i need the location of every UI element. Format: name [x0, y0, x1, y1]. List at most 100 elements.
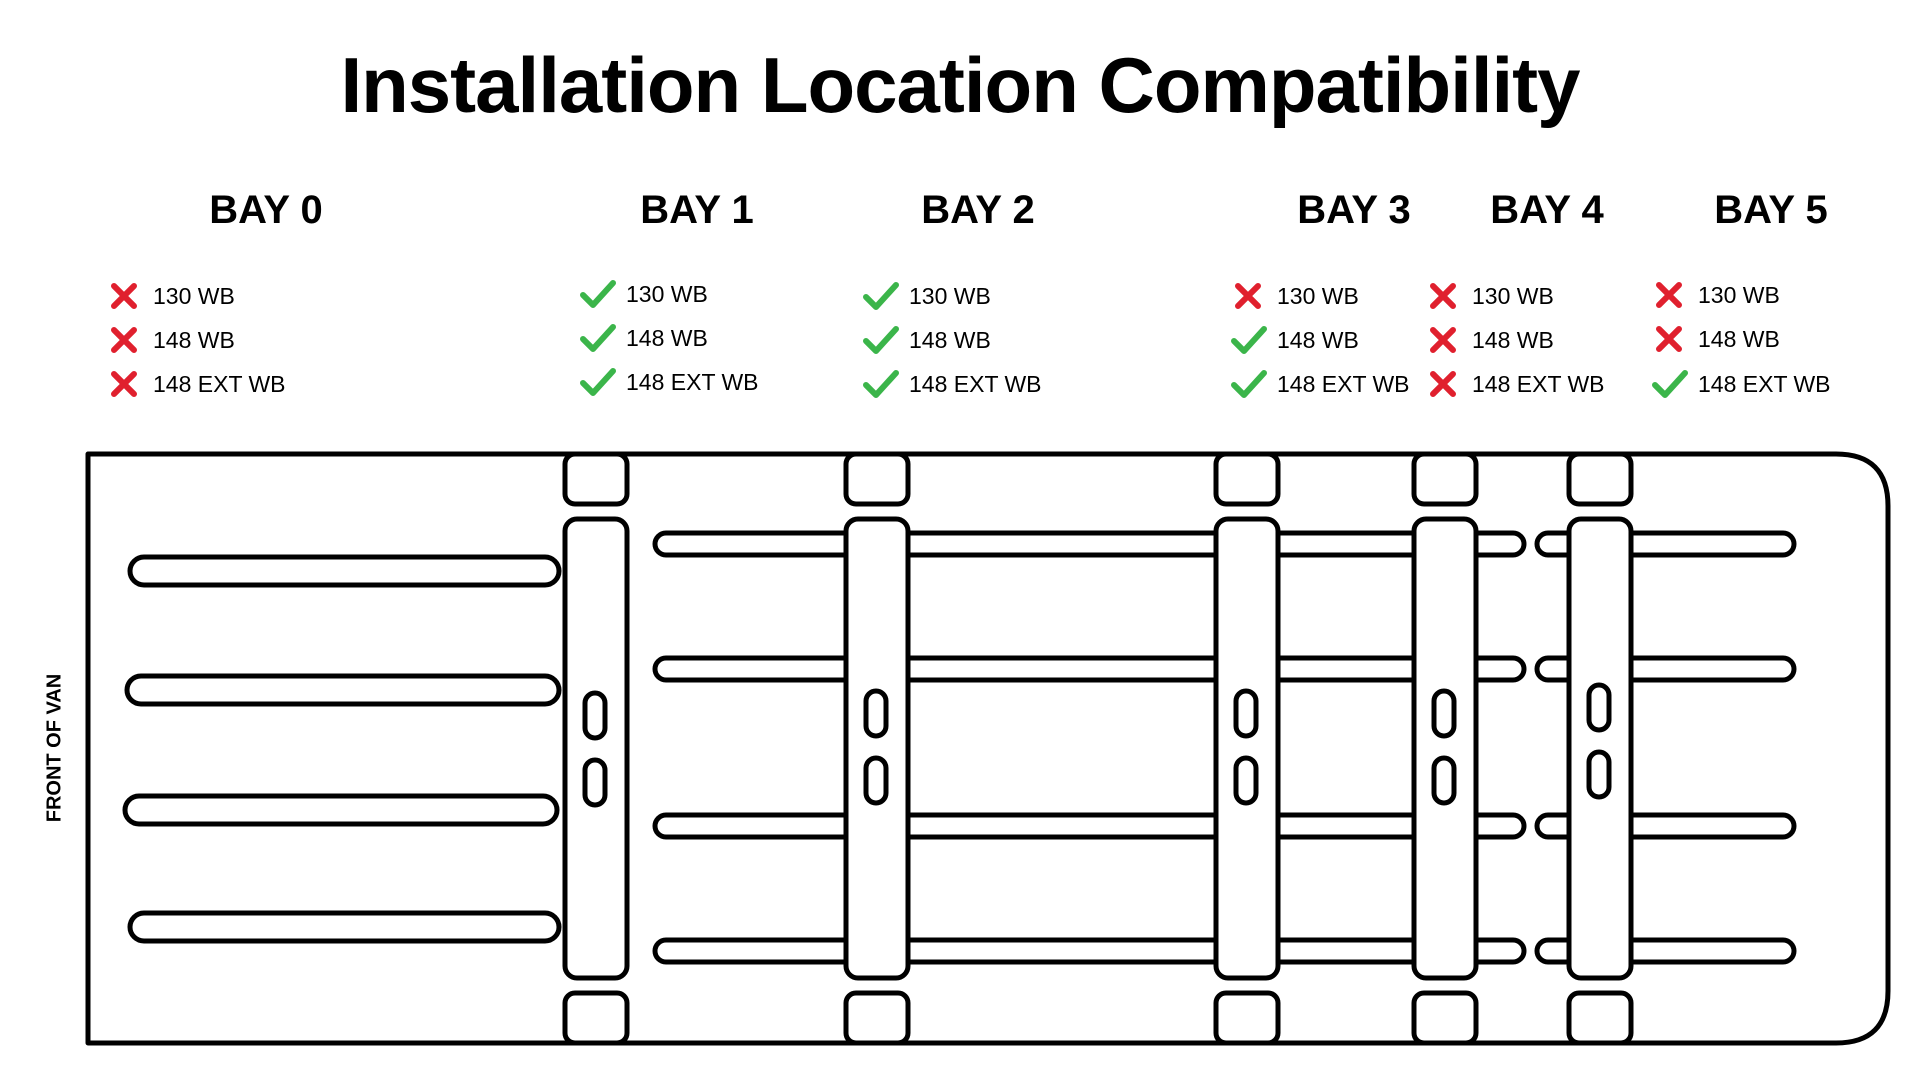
- rail-bottom-block: [1566, 990, 1634, 1046]
- rail-bar: [1566, 516, 1634, 981]
- rail-slot: [582, 757, 608, 808]
- rail-bay-1: [562, 451, 630, 1046]
- cross-icon: [111, 327, 137, 353]
- bay-5-item-148-ext-wb: 148 EXT WB: [1652, 369, 1831, 399]
- floor-slat: [1534, 530, 1797, 558]
- bay-5-item-130-wb: 130 WB: [1652, 280, 1780, 310]
- item-label: 130 WB: [1698, 281, 1780, 308]
- floor-slat: [122, 793, 560, 827]
- item-label: 148 WB: [909, 326, 991, 353]
- cross-icon: [1235, 283, 1261, 309]
- bay-3-item-148-wb: 148 WB: [1231, 325, 1359, 355]
- page-title: Installation Location Compatibility: [340, 41, 1580, 129]
- check-icon: [580, 368, 616, 396]
- bay-0-slats: [122, 554, 562, 944]
- van-floor-outline: [85, 451, 1891, 1046]
- bay-4-item-130-wb: 130 WB: [1426, 281, 1554, 311]
- bay-0-label: BAY 0: [209, 188, 323, 232]
- item-label: 130 WB: [1472, 282, 1554, 309]
- item-label: 148 EXT WB: [1277, 370, 1410, 397]
- bay-5-item-148-wb: 148 WB: [1652, 324, 1780, 354]
- rail-bar: [843, 516, 911, 981]
- check-icon: [1231, 370, 1267, 398]
- cross-icon: [1656, 282, 1682, 308]
- cross-icon: [1656, 326, 1682, 352]
- item-label: 148 EXT WB: [1698, 370, 1831, 397]
- item-label: 148 WB: [153, 326, 235, 353]
- check-icon: [863, 326, 899, 354]
- rail-slot: [582, 690, 608, 741]
- check-icon: [580, 280, 616, 308]
- bay-1-item-130-wb: 130 WB: [580, 279, 708, 309]
- floor-slat: [1534, 937, 1797, 965]
- rear-slats: [652, 530, 1797, 965]
- floor-slat: [124, 673, 562, 707]
- bay-4-item-148-ext-wb: 148 EXT WB: [1426, 369, 1605, 399]
- bay-2-item-148-ext-wb: 148 EXT WB: [863, 369, 1042, 399]
- rail-slot: [1431, 688, 1457, 739]
- item-label: 148 WB: [1277, 326, 1359, 353]
- rail-slot: [1431, 755, 1457, 806]
- rail-bay-3: [1213, 451, 1281, 1046]
- rail-bottom-block: [1213, 990, 1281, 1046]
- rail-slot: [863, 755, 889, 806]
- item-label: 130 WB: [909, 282, 991, 309]
- check-icon: [863, 370, 899, 398]
- rail-bar: [562, 516, 630, 981]
- check-icon: [1231, 326, 1267, 354]
- floor-slat: [1534, 812, 1797, 840]
- rail-bay-5: [1566, 451, 1634, 1046]
- rail-bottom-block: [562, 990, 630, 1046]
- item-label: 148 WB: [626, 324, 708, 351]
- bay-2-item-130-wb: 130 WB: [863, 281, 991, 311]
- floor-slat: [652, 937, 1527, 965]
- rail-top-block: [562, 451, 630, 507]
- cross-icon: [1430, 283, 1456, 309]
- rail-slot: [1233, 688, 1259, 739]
- check-icon: [580, 324, 616, 352]
- bay-0-item-148-ext-wb: 148 EXT WB: [107, 369, 286, 399]
- cross-icon: [111, 371, 137, 397]
- rail-slot: [1233, 755, 1259, 806]
- cross-icon: [1430, 371, 1456, 397]
- bay-1-label: BAY 1: [640, 188, 754, 232]
- item-label: 148 EXT WB: [1472, 370, 1605, 397]
- rail-bar: [1411, 516, 1479, 981]
- item-label: 148 WB: [1698, 325, 1780, 352]
- item-label: 148 EXT WB: [626, 368, 759, 395]
- rail-top-block: [1411, 451, 1479, 507]
- bay-3-label: BAY 3: [1297, 188, 1411, 232]
- floor-slat: [652, 655, 1527, 683]
- bay-1-item-148-wb: 148 WB: [580, 323, 708, 353]
- item-label: 148 WB: [1472, 326, 1554, 353]
- bay-0-item-148-wb: 148 WB: [107, 325, 235, 355]
- rail-top-block: [1566, 451, 1634, 507]
- rail-slot: [1586, 682, 1612, 733]
- bay-2-label: BAY 2: [921, 188, 1035, 232]
- rail-bottom-block: [843, 990, 911, 1046]
- bay-0-item-130-wb: 130 WB: [107, 281, 235, 311]
- item-label: 148 EXT WB: [153, 370, 286, 397]
- rail-top-block: [1213, 451, 1281, 507]
- bay-3-item-130-wb: 130 WB: [1231, 281, 1359, 311]
- rail-slot: [863, 688, 889, 739]
- item-label: 148 EXT WB: [909, 370, 1042, 397]
- bay-4-label: BAY 4: [1490, 188, 1604, 232]
- rail-bay-2: [843, 451, 911, 1046]
- floor-slat: [127, 554, 562, 588]
- rail-top-block: [843, 451, 911, 507]
- floor-slat: [1534, 655, 1797, 683]
- check-icon: [863, 282, 899, 310]
- rail-bottom-block: [1411, 990, 1479, 1046]
- rail-bay-4: [1411, 451, 1479, 1046]
- cross-icon: [1430, 327, 1456, 353]
- item-label: 130 WB: [626, 280, 708, 307]
- bay-2-item-148-wb: 148 WB: [863, 325, 991, 355]
- cross-icon: [111, 283, 137, 309]
- rail-bar: [1213, 516, 1281, 981]
- bay-5-label: BAY 5: [1714, 188, 1828, 232]
- floor-slat: [652, 530, 1527, 558]
- item-label: 130 WB: [153, 282, 235, 309]
